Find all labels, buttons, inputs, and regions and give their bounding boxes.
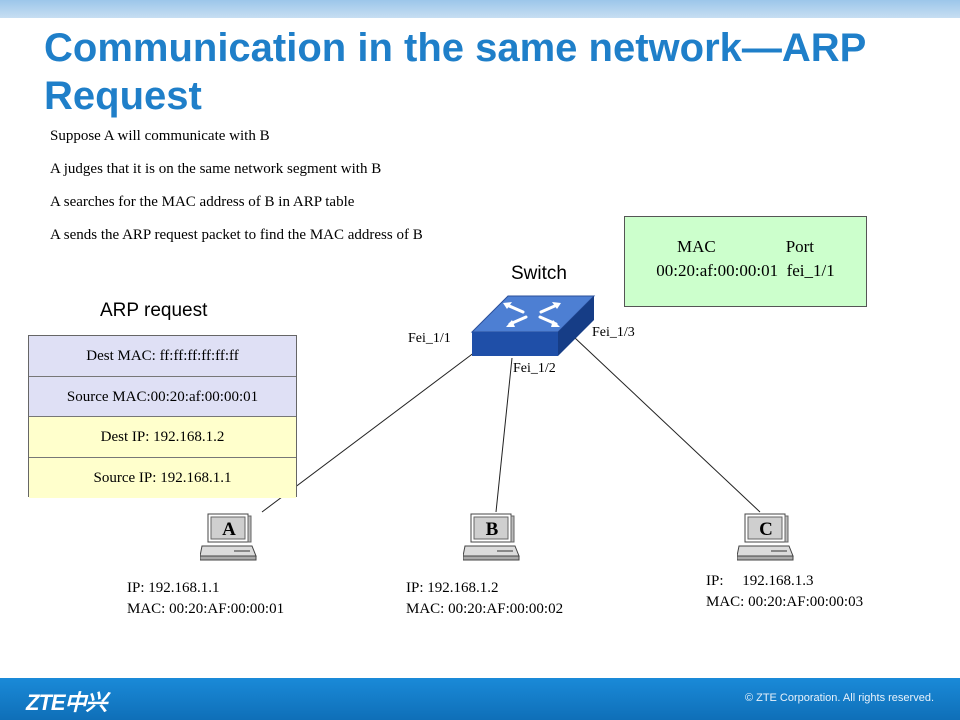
arp-source-mac: Source MAC:00:20:af:00:00:01 bbox=[29, 376, 296, 417]
switch-icon bbox=[470, 295, 596, 356]
copyright-text: © ZTE Corporation. All rights reserved. bbox=[744, 692, 934, 704]
host-b-ip: IP: 192.168.1.2 bbox=[406, 580, 499, 596]
arp-source-ip: Source IP: 192.168.1.1 bbox=[29, 457, 296, 498]
link-a bbox=[261, 351, 476, 513]
bullet-list: Suppose A will communicate with B A judg… bbox=[50, 126, 610, 258]
mac-header: MAC bbox=[676, 237, 716, 256]
footer-bar: ZTE中兴 © ZTE Corporation. All rights rese… bbox=[0, 678, 960, 720]
host-a-info: IP: 192.168.1.1 MAC: 00:20:AF:00:00:01 bbox=[127, 578, 284, 620]
port-label-2: Fei_1/2 bbox=[513, 361, 556, 376]
port-header: Port bbox=[785, 237, 815, 256]
host-c-letter: C bbox=[759, 519, 773, 540]
computer-icon: C bbox=[736, 512, 801, 562]
switch-label: Switch bbox=[511, 263, 567, 284]
mac-table-header: MAC Port bbox=[625, 235, 866, 259]
port-label-1: Fei_1/1 bbox=[408, 331, 451, 346]
link-c bbox=[574, 337, 761, 513]
host-c-ip: IP: 192.168.1.3 bbox=[706, 573, 814, 589]
mac-entry: 00:20:af:00:00:01 bbox=[656, 261, 779, 280]
host-b-mac: MAC: 00:20:AF:00:00:02 bbox=[406, 601, 564, 617]
host-a-mac: MAC: 00:20:AF:00:00:01 bbox=[127, 601, 285, 617]
mac-table-row: 00:20:af:00:00:01 fei_1/1 bbox=[625, 259, 866, 283]
arp-dest-mac: Dest MAC: ff:ff:ff:ff:ff:ff bbox=[29, 336, 296, 377]
slide-title: Communication in the same network—ARP Re… bbox=[44, 26, 866, 118]
computer-icon: B bbox=[462, 512, 527, 562]
top-band bbox=[0, 0, 960, 18]
bullet-3: A searches for the MAC address of B in A… bbox=[50, 194, 355, 210]
arp-request-title: ARP request bbox=[100, 300, 208, 321]
port-label-3: Fei_1/3 bbox=[592, 325, 635, 340]
bullet-2: A judges that it is on the same network … bbox=[50, 161, 382, 177]
host-b-letter: B bbox=[485, 519, 499, 540]
computer-icon: A bbox=[199, 512, 264, 562]
host-c-info: IP: 192.168.1.3 MAC: 00:20:AF:00:00:03 bbox=[706, 571, 863, 613]
bullet-4: A sends the ARP request packet to find t… bbox=[50, 227, 423, 243]
host-b-info: IP: 192.168.1.2 MAC: 00:20:AF:00:00:02 bbox=[406, 578, 563, 620]
arp-dest-ip: Dest IP: 192.168.1.2 bbox=[29, 417, 296, 458]
mac-address-table: MAC Port 00:20:af:00:00:01 fei_1/1 bbox=[624, 216, 867, 307]
host-a-ip: IP: 192.168.1.1 bbox=[127, 580, 220, 596]
zte-logo: ZTE中兴 bbox=[26, 690, 108, 715]
bullet-1: Suppose A will communicate with B bbox=[50, 128, 270, 144]
link-b bbox=[495, 357, 513, 513]
port-entry: fei_1/1 bbox=[786, 261, 835, 280]
arp-request-packet: Dest MAC: ff:ff:ff:ff:ff:ff Source MAC:0… bbox=[28, 335, 297, 498]
host-c-mac: MAC: 00:20:AF:00:00:03 bbox=[706, 594, 864, 610]
host-a-letter: A bbox=[222, 519, 236, 540]
